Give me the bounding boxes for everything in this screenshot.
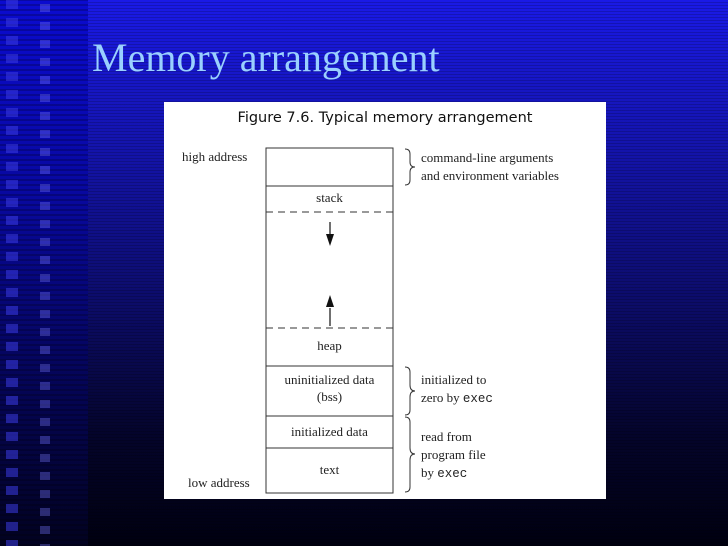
figure-title: Figure 7.6. Typical memory arrangement xyxy=(237,110,533,126)
annotation-read-line1: read from xyxy=(421,429,472,444)
brace-bss xyxy=(404,366,416,416)
segment-bss-label-line1: uninitialized data xyxy=(284,372,375,387)
heap-growth-arrow xyxy=(326,295,334,326)
segment-bss-label-line2: (bss) xyxy=(316,389,343,404)
decorative-squares xyxy=(6,0,18,546)
annotation-zero-line1: initialized to xyxy=(421,372,487,387)
annotation-args-line2: and environment variables xyxy=(421,168,559,183)
annotation-read-line2: program file xyxy=(421,447,486,462)
annotation-read-line3: by exec xyxy=(421,465,467,482)
brace-read-from-file xyxy=(404,416,416,493)
segment-text-label: text xyxy=(319,462,340,477)
annotation-read-prefix: by xyxy=(421,465,438,480)
segment-heap-label: heap xyxy=(317,338,342,353)
annotation-zero-prefix: zero by xyxy=(421,390,463,405)
annotation-zero-line2: zero by exec xyxy=(421,390,493,407)
annotation-read-code: exec xyxy=(437,467,468,481)
annotation-args-line1: command-line arguments xyxy=(421,150,554,165)
annotation-zero-code: exec xyxy=(462,392,493,406)
decorative-left-strip xyxy=(0,0,88,546)
segment-stack-label: stack xyxy=(316,190,343,205)
high-address-label: high address xyxy=(182,149,248,164)
memory-box xyxy=(265,147,394,494)
segment-init-data-label: initialized data xyxy=(291,424,368,439)
slide-title: Memory arrangement xyxy=(92,35,440,80)
memory-figure: Figure 7.6. Typical memory arrangement h… xyxy=(164,102,606,499)
brace-args xyxy=(404,148,416,186)
stack-growth-arrow xyxy=(326,222,334,246)
decorative-squares-secondary xyxy=(40,4,50,546)
low-address-label: low address xyxy=(188,475,250,490)
memory-diagram-svg xyxy=(265,147,416,494)
